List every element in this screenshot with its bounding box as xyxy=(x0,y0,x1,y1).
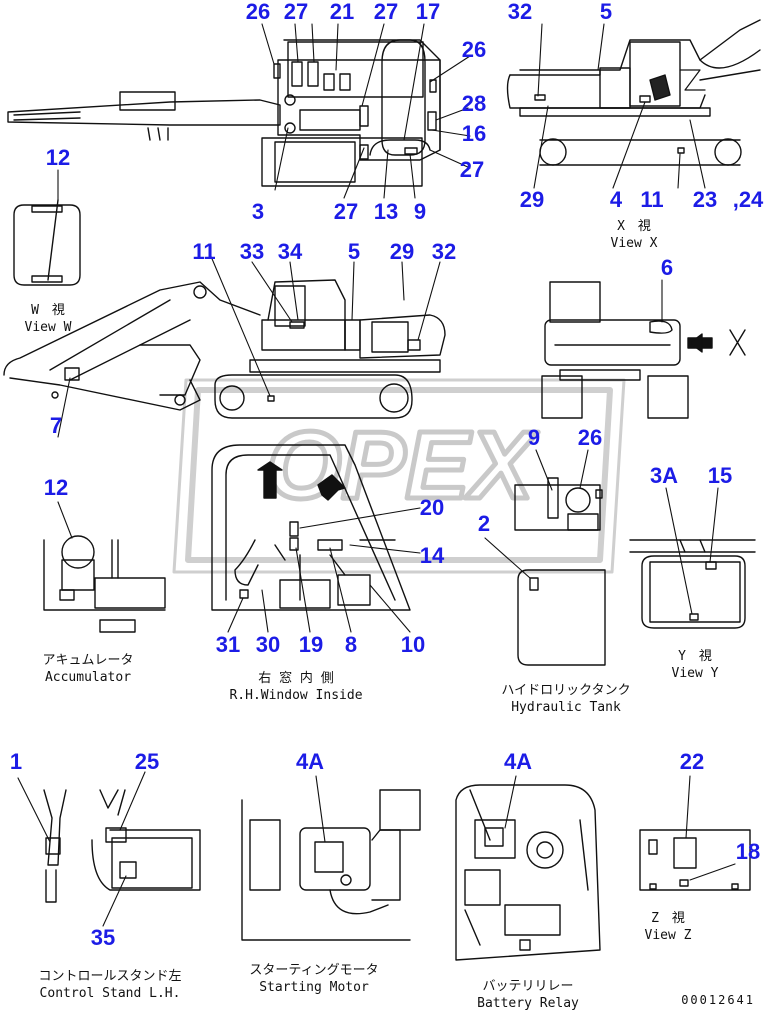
battery-relay-view xyxy=(455,784,601,961)
leader-lines xyxy=(17,23,736,927)
callout-label[interactable]: 5 xyxy=(347,239,361,264)
hydraulic-tank-view xyxy=(514,477,606,666)
callout-label[interactable]: 35 xyxy=(90,925,116,950)
callout-label[interactable]: 29 xyxy=(389,239,415,264)
caption-accumulator: アキュムレータ Accumulator xyxy=(42,652,133,686)
callout-label[interactable]: 10 xyxy=(400,632,426,657)
callout-label[interactable]: 30 xyxy=(255,632,281,657)
callout-label[interactable]: 26 xyxy=(577,425,603,450)
callout-label[interactable]: 22 xyxy=(679,749,705,774)
svg-text:OPEX: OPEX xyxy=(267,412,539,519)
callout-label[interactable]: 11 xyxy=(640,187,664,212)
caption-jp: ハイドロリックタンク xyxy=(501,683,631,698)
callout-label[interactable]: 12 xyxy=(45,145,71,170)
view-side-right xyxy=(541,281,746,419)
callout-label[interactable]: 34 xyxy=(277,239,303,264)
caption-view-x: X 視 View X xyxy=(611,218,658,252)
caption-en: Control Stand L.H. xyxy=(39,986,181,1001)
callout-label[interactable]: 25 xyxy=(134,749,160,774)
caption-view-y: Y 視 View Y xyxy=(672,648,719,682)
drawing-serial: 00012641 xyxy=(681,993,755,1007)
callout-label[interactable]: 3 xyxy=(251,199,265,224)
callout-label[interactable]: 4 xyxy=(609,187,623,212)
caption-en: View W xyxy=(24,320,72,335)
callout-label[interactable]: 7 xyxy=(49,413,63,438)
caption-battery-relay: バッテリリレー Battery Relay xyxy=(477,978,579,1012)
caption-view-z: Z 視 View Z xyxy=(645,910,692,944)
caption-en: Accumulator xyxy=(44,670,132,685)
callout-label[interactable]: ,24 xyxy=(732,187,764,212)
caption-hydraulic-tank: ハイドロリックタンク Hydraulic Tank xyxy=(501,682,630,716)
callout-label[interactable]: 3A xyxy=(649,463,679,488)
callout-label[interactable]: 27 xyxy=(459,157,485,182)
callout-label[interactable]: 19 xyxy=(298,632,324,657)
callout-label[interactable]: 26 xyxy=(461,37,487,62)
callout-label[interactable]: 27 xyxy=(333,199,359,224)
callout-label[interactable]: 11 xyxy=(192,239,216,264)
caption-en: Hydraulic Tank xyxy=(511,700,621,715)
machine-top-view xyxy=(7,39,441,187)
callout-label[interactable]: 18 xyxy=(735,839,761,864)
callout-label[interactable]: 4A xyxy=(503,749,533,774)
callout-label[interactable]: 17 xyxy=(415,0,441,24)
callout-label[interactable]: 27 xyxy=(373,0,399,24)
view-x xyxy=(506,19,761,166)
callout-label[interactable]: 9 xyxy=(413,199,427,224)
caption-jp: Y 視 xyxy=(678,649,712,664)
caption-jp: X 視 xyxy=(617,219,651,234)
control-stand-view xyxy=(43,789,201,903)
caption-en: Battery Relay xyxy=(477,996,579,1011)
callout-label[interactable]: 32 xyxy=(431,239,457,264)
caption-jp: 右 窓 内 側 xyxy=(258,671,334,686)
callout-label[interactable]: 5 xyxy=(599,0,613,24)
caption-jp: W 視 xyxy=(31,303,65,318)
callout-label[interactable]: 13 xyxy=(373,199,399,224)
callout-label[interactable]: 23 xyxy=(692,187,718,212)
callout-label[interactable]: 12 xyxy=(43,475,69,500)
caption-starting-motor: スターティングモータ Starting Motor xyxy=(249,962,378,996)
callout-label[interactable]: 2 xyxy=(477,511,491,536)
view-z xyxy=(639,829,751,891)
callout-label[interactable]: 21 xyxy=(329,0,355,24)
caption-en: Starting Motor xyxy=(259,980,369,995)
watermark: OPEX xyxy=(172,378,626,574)
caption-en: View X xyxy=(610,236,658,251)
view-y xyxy=(629,539,756,629)
callout-label[interactable]: 16 xyxy=(461,121,487,146)
callout-label[interactable]: 28 xyxy=(461,91,487,116)
caption-en: View Z xyxy=(644,928,692,943)
caption-jp: バッテリリレー xyxy=(482,979,574,994)
view-w xyxy=(13,199,81,286)
caption-window-inside: 右 窓 内 側 R.H.Window Inside xyxy=(229,670,362,704)
callout-label[interactable]: 20 xyxy=(419,495,445,520)
callout-label[interactable]: 27 xyxy=(283,0,309,24)
caption-view-w: W 視 View W xyxy=(25,302,72,336)
callout-label[interactable]: 6 xyxy=(660,255,674,280)
callout-label[interactable]: 1 xyxy=(9,749,23,774)
callout-label[interactable]: 32 xyxy=(507,0,533,24)
callout-label[interactable]: 9 xyxy=(527,425,541,450)
callout-label[interactable]: 15 xyxy=(707,463,733,488)
caption-jp: コントロールスタンド左 xyxy=(38,969,182,984)
caption-jp: アキュムレータ xyxy=(42,653,134,668)
callout-label[interactable]: 4A xyxy=(295,749,325,774)
callout-label[interactable]: 29 xyxy=(519,187,545,212)
callout-label[interactable]: 26 xyxy=(245,0,271,24)
machine-side-view xyxy=(3,279,446,419)
caption-en: R.H.Window Inside xyxy=(229,688,363,703)
caption-control-stand: コントロールスタンド左 Control Stand L.H. xyxy=(38,968,181,1002)
callout-label[interactable]: 31 xyxy=(215,632,241,657)
caption-jp: Z 視 xyxy=(651,911,685,926)
caption-en: View Y xyxy=(671,666,719,681)
starting-motor-view xyxy=(241,789,421,941)
callout-label[interactable]: 8 xyxy=(344,632,358,657)
callout-label[interactable]: 14 xyxy=(419,543,445,568)
caption-jp: スターティングモータ xyxy=(249,963,379,978)
accumulator-view xyxy=(43,535,166,633)
callout-label[interactable]: 33 xyxy=(239,239,265,264)
